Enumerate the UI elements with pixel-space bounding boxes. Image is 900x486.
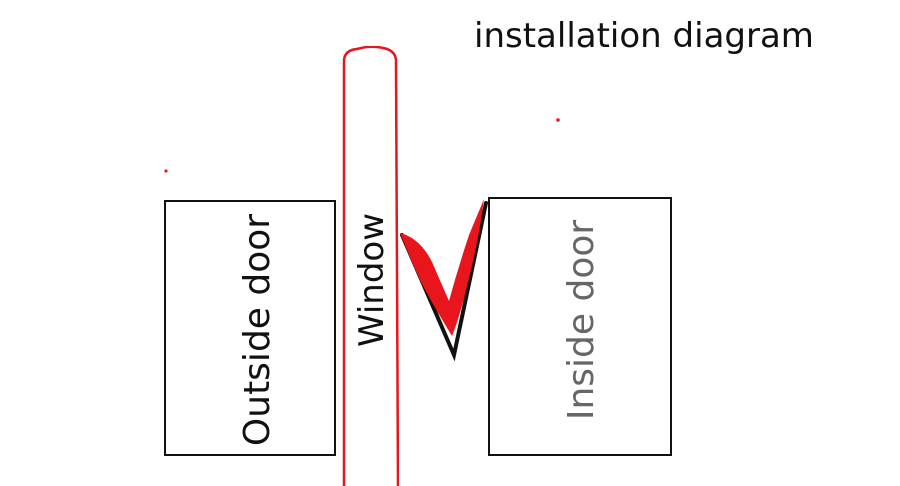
v-seal [400,199,488,362]
stray-marks [164,118,560,173]
inside-door-box [488,197,672,456]
stray-dot [556,118,560,122]
v-seal-red-fill [400,199,484,336]
diagram-canvas: installation diagram Outside door Window… [164,16,814,486]
inside-door-label: Inside door [561,219,602,421]
outside-door-box [164,200,336,456]
window-outline [342,46,399,486]
stray-dot [164,169,168,173]
outside-door-label: Outside door [237,213,278,447]
window-strip [342,46,399,486]
window-label: Window [352,212,392,348]
diagram-title: installation diagram [474,16,814,56]
